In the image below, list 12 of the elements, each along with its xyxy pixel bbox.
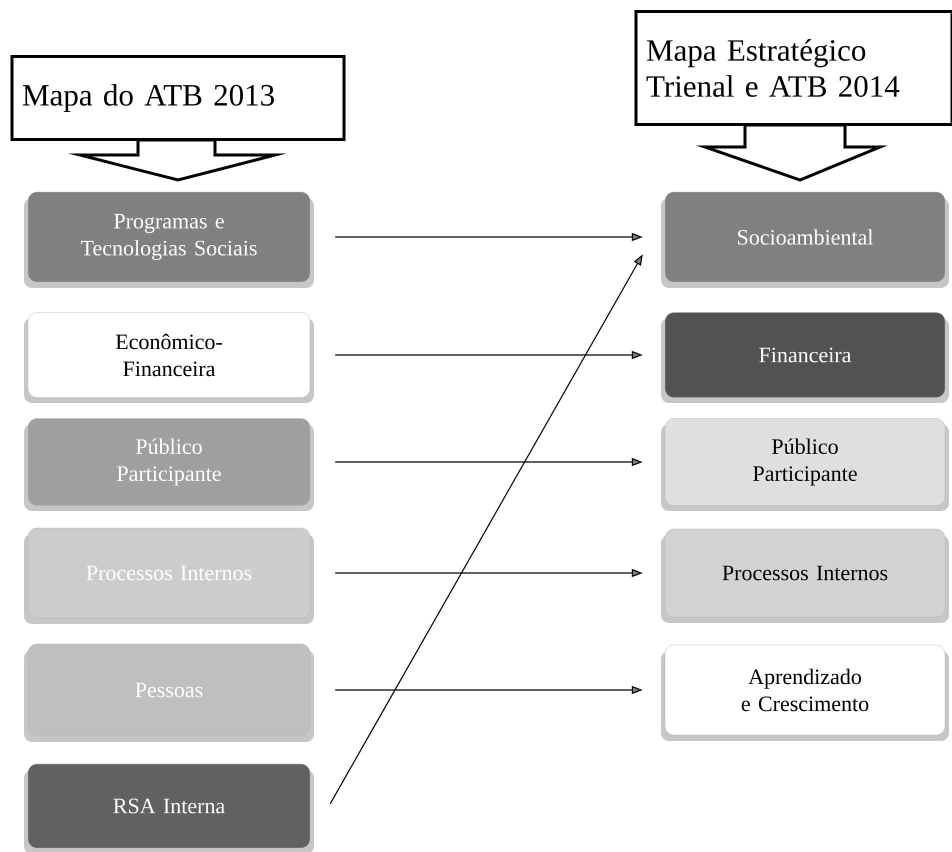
category-box: Processos Internos — [661, 528, 949, 623]
category-box: Público Participante — [24, 418, 314, 511]
category-box: Pessoas — [24, 644, 314, 742]
callout-box: Mapa do ATB 2013 — [10, 55, 346, 182]
category-box: RSA Interna — [24, 764, 314, 852]
category-box: Programas e Tecnologias Sociais — [24, 192, 314, 288]
category-box: Aprendizado e Crescimento — [661, 644, 949, 741]
category-box: Econômico-Financeira — [24, 312, 314, 403]
callout-box: Mapa Estratégico Trienal e ATB 2014 — [634, 10, 952, 182]
category-box: Socioambiental — [661, 192, 949, 288]
category-box: Financeira — [661, 312, 949, 403]
category-box: Público Participante — [661, 418, 949, 511]
